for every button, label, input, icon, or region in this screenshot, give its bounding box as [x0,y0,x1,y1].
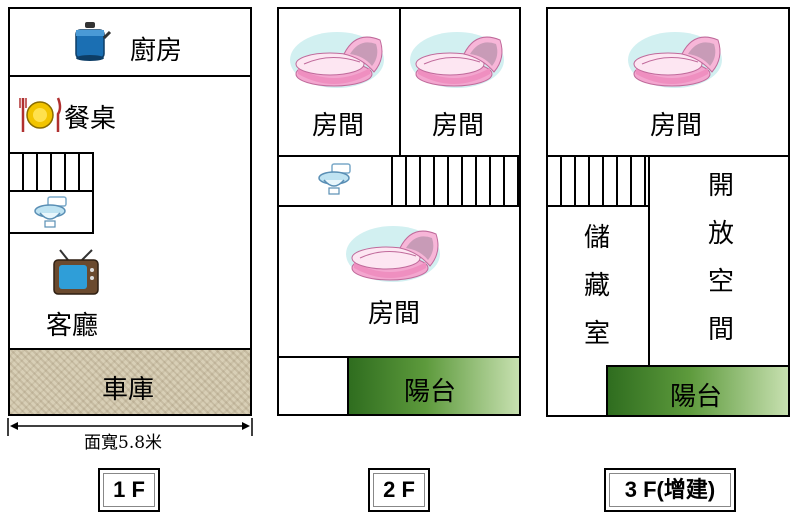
floor3-balcony-label: 陽台 [670,382,723,412]
floor3-room-label: 房間 [650,111,703,141]
floor1-stairs [8,152,94,192]
cradle-icon [409,31,505,89]
floor2-stairs [391,155,521,207]
floor2-balcony [347,356,521,416]
room-c-label: 房間 [368,299,421,329]
garage-room [8,348,252,416]
open-space-label: 開 放 空 間 [707,171,734,345]
storage-label: 儲 藏 室 [583,223,610,349]
cradle-icon [289,31,385,89]
width-note: 面寬5.8米 [84,433,163,453]
balcony-label: 陽台 [404,377,457,407]
floor2-label: 2 F [368,468,430,512]
toilet-icon [34,196,67,228]
floor3-stairs [546,155,650,207]
garage-label: 車庫 [102,375,155,405]
floor3-balcony [606,365,790,417]
open-space-room [648,155,790,367]
floor3-label: 3 F(增建) [604,468,736,512]
dining-label: 餐桌 [64,104,117,134]
floor1-label: 1 F [98,468,160,512]
tv-icon [53,249,99,295]
living-label: 客廳 [46,311,99,341]
plate-cutlery-icon [19,97,62,132]
kettle-icon [75,22,112,61]
room-b-label: 房間 [432,111,485,141]
width-dimension-arrow [7,418,253,436]
toilet-icon [318,163,351,195]
cradle-icon [345,225,441,283]
cradle-icon [627,31,723,89]
kitchen-label: 廚房 [130,36,183,66]
floor2-small-space [277,356,349,416]
room-a-label: 房間 [312,111,365,141]
kitchen-room [8,7,252,77]
